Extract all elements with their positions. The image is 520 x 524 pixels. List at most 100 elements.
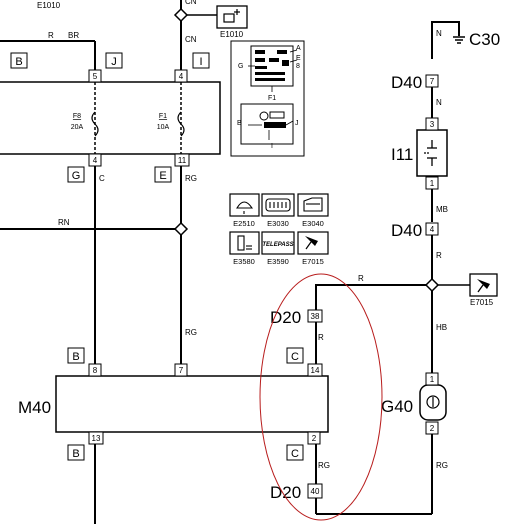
pin-label: 8 bbox=[93, 366, 98, 375]
ref-code: E3040 bbox=[302, 219, 324, 228]
marker-letter: J bbox=[111, 56, 117, 68]
wire-label: CN bbox=[185, 35, 197, 44]
ref-code: E2510 bbox=[233, 219, 255, 228]
connector-d40-upper: D40 bbox=[391, 73, 422, 92]
fuse-f1-icon bbox=[177, 111, 185, 137]
marker-b-2 bbox=[67, 347, 85, 364]
pin-label: 13 bbox=[92, 434, 101, 443]
pin-label: 2 bbox=[312, 434, 317, 443]
pin-4-top bbox=[174, 69, 188, 83]
wire-label: N bbox=[436, 29, 442, 38]
marker-letter: G bbox=[72, 170, 81, 182]
fuse-f1-rating: 10A bbox=[157, 124, 170, 131]
pin-8 bbox=[88, 363, 102, 377]
locator-letter: G bbox=[238, 63, 243, 70]
fuse-f8-rating: 20A bbox=[71, 124, 84, 131]
locator-letter: F1 bbox=[268, 95, 276, 102]
connector-d40-lower: D40 bbox=[391, 221, 422, 240]
connector-d20-upper: D20 bbox=[270, 308, 301, 327]
pin-label: 5 bbox=[93, 72, 98, 81]
ref-e3590-box bbox=[261, 231, 295, 255]
ref-code: E3580 bbox=[233, 257, 255, 266]
phone-icon bbox=[237, 235, 245, 251]
ref-e1010-top: E1010 bbox=[37, 1, 61, 10]
telepass-icon: TELEPASS bbox=[262, 242, 293, 248]
heated-screen-icon bbox=[265, 198, 291, 212]
marker-letter: E bbox=[159, 170, 166, 182]
pin-label: 4 bbox=[93, 156, 98, 165]
pin-label: 7 bbox=[430, 77, 435, 86]
pin-1-g40 bbox=[425, 372, 439, 386]
fuse-f8-icon bbox=[91, 111, 99, 137]
pin-40 bbox=[307, 483, 323, 499]
marker-b-3 bbox=[67, 444, 85, 461]
pin-label: 1 bbox=[430, 179, 435, 188]
fuse-locator-inset bbox=[230, 40, 305, 157]
pin-11 bbox=[174, 153, 190, 167]
component-i11-label: I11 bbox=[391, 145, 413, 164]
pin-2-m40 bbox=[307, 431, 321, 445]
ref-code: E3030 bbox=[267, 219, 289, 228]
pin-4-d40 bbox=[425, 222, 439, 236]
marker-c-2 bbox=[286, 444, 304, 461]
pin-label: 40 bbox=[311, 487, 320, 496]
marker-letter: B bbox=[72, 351, 79, 363]
wire-label: RG bbox=[318, 461, 330, 470]
antenna-icon bbox=[469, 273, 498, 297]
ref-e3040-box bbox=[297, 193, 329, 217]
locator-letter: 8 bbox=[296, 63, 300, 70]
i11-switch bbox=[416, 129, 448, 177]
component-m40-label: M40 bbox=[18, 398, 51, 417]
marker-letter: B bbox=[72, 448, 79, 460]
highlight-ellipse bbox=[259, 273, 383, 521]
marker-letter: I bbox=[199, 56, 202, 68]
wire-label: N bbox=[436, 98, 442, 107]
ref-code: E7015 bbox=[302, 257, 324, 266]
dome-light-icon bbox=[236, 201, 254, 209]
antenna-small-icon bbox=[305, 236, 318, 250]
marker-j-1 bbox=[105, 52, 123, 69]
pin-2-g40 bbox=[425, 421, 439, 435]
ref-e7015-right: E7015 bbox=[470, 298, 494, 307]
locator-letter: J bbox=[295, 120, 299, 127]
ref-e2510-box bbox=[229, 193, 260, 217]
ground-icon bbox=[453, 36, 465, 44]
marker-i-1 bbox=[192, 52, 210, 69]
marker-c-1 bbox=[286, 347, 304, 364]
fuse-f8-label: F8 bbox=[73, 113, 81, 120]
ref-code: E3590 bbox=[267, 257, 289, 266]
wire-label: R bbox=[318, 333, 324, 342]
locator-letter: I bbox=[271, 143, 273, 150]
pin-label: 1 bbox=[430, 375, 435, 384]
fuse-f1-label: F1 bbox=[159, 113, 167, 120]
wire-label: R bbox=[358, 274, 364, 283]
junction-top bbox=[173, 7, 189, 23]
wire-label: R bbox=[48, 31, 54, 40]
pin-13 bbox=[88, 431, 104, 445]
pin-5 bbox=[88, 69, 102, 83]
wire-label: MB bbox=[436, 205, 448, 214]
wire-n-c30 bbox=[431, 21, 460, 59]
pin-7-m40 bbox=[174, 363, 188, 377]
wire-label: C bbox=[99, 174, 105, 183]
wire-label: RN bbox=[58, 218, 70, 227]
marker-e-1 bbox=[154, 166, 172, 183]
pin-38 bbox=[307, 309, 323, 323]
pin-label: 2 bbox=[430, 424, 435, 433]
pin-1-i11 bbox=[425, 176, 439, 190]
wire-r-horizontal bbox=[315, 284, 432, 310]
locator-letter: A bbox=[296, 45, 301, 52]
wire-label: RG bbox=[185, 328, 197, 337]
ground-c30-label: C30 bbox=[469, 30, 500, 49]
pin-label: 38 bbox=[311, 312, 320, 321]
fuse-box bbox=[0, 81, 221, 155]
battery-icon bbox=[216, 5, 248, 29]
door-icon bbox=[303, 197, 323, 212]
m40-module bbox=[55, 375, 329, 433]
marker-g-1 bbox=[67, 166, 85, 183]
pin-label: 4 bbox=[430, 225, 435, 234]
pin-label: 3 bbox=[430, 120, 435, 129]
pin-label: 7 bbox=[179, 366, 184, 375]
